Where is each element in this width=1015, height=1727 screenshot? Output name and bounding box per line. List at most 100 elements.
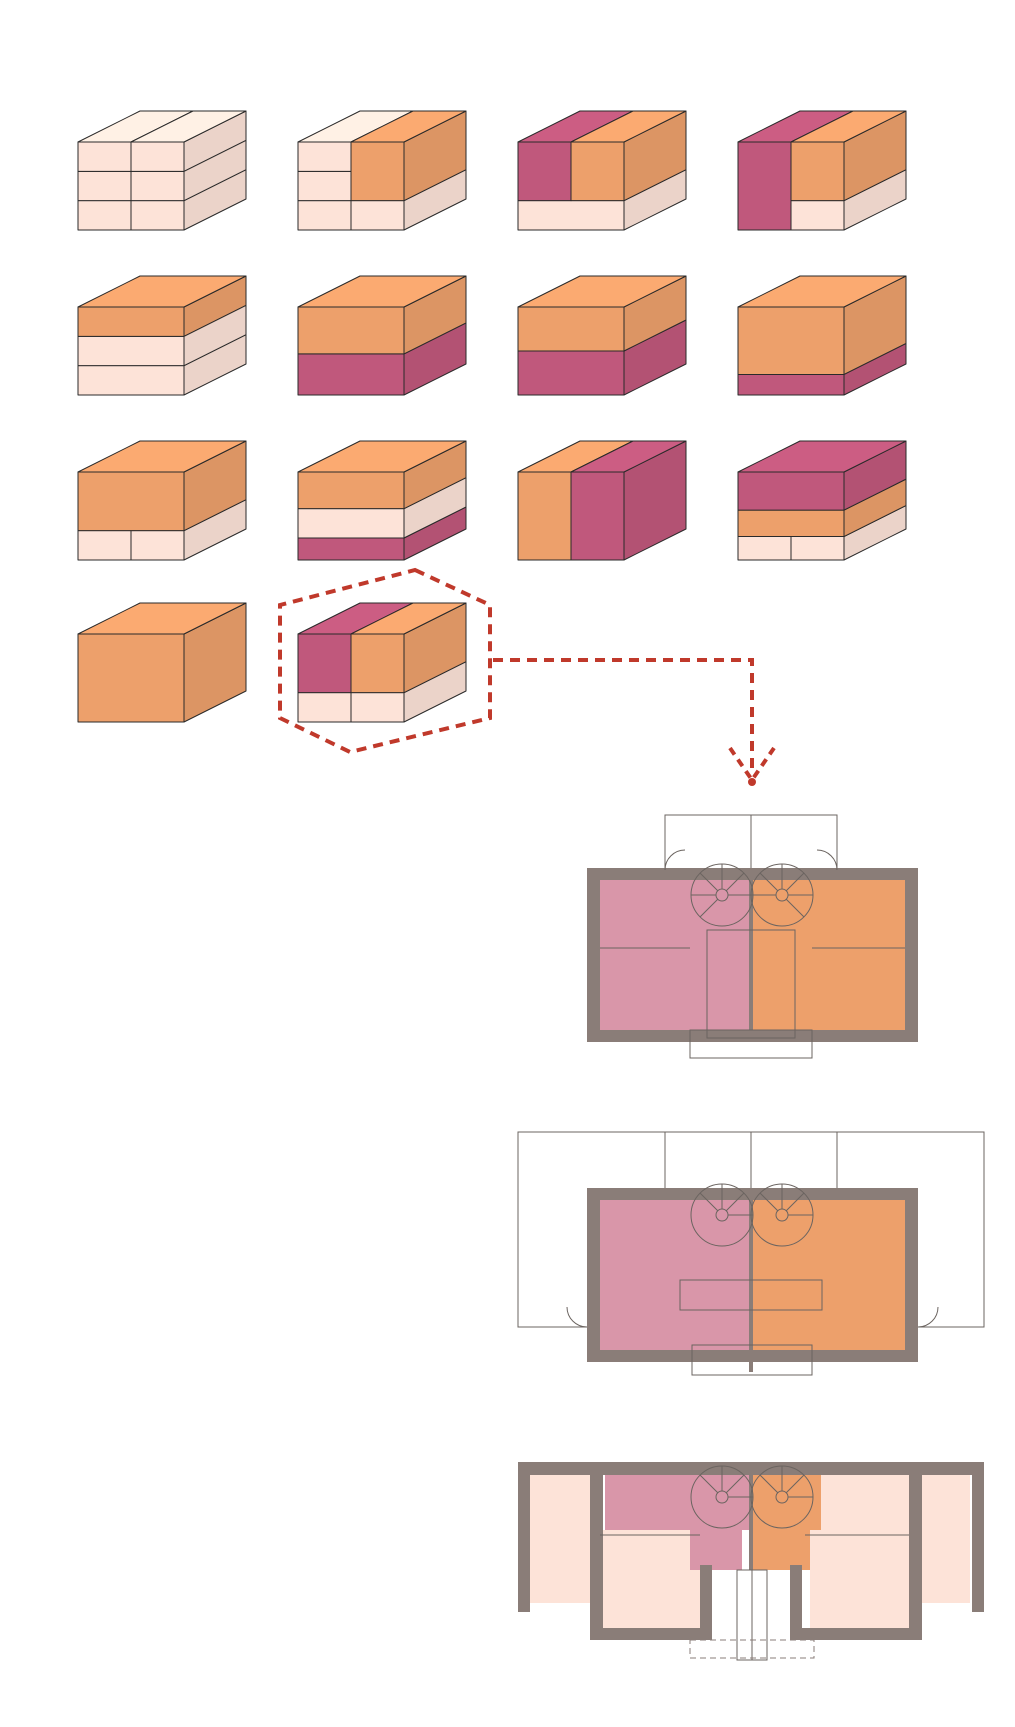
massing-variants (77, 110, 907, 723)
block-top-face (790, 110, 907, 143)
selection-arrow-tip (748, 778, 756, 786)
block-front-face (77, 200, 132, 231)
wall (800, 1628, 922, 1640)
massing-variant-v8 (737, 275, 907, 396)
unit-c-area (810, 1530, 915, 1630)
selected-variant-highlight (278, 567, 776, 786)
unit-a-area (600, 1190, 751, 1355)
block-front-face (77, 170, 132, 202)
massing-variant-v9 (77, 440, 247, 561)
massing-variant-v11 (517, 440, 687, 561)
wall (972, 1462, 984, 1612)
block-front-face (297, 508, 405, 539)
block-front-face (790, 200, 845, 231)
block-top-face (297, 275, 467, 308)
selection-arrow-line (493, 658, 754, 775)
block-top-face (737, 275, 907, 308)
unit-a-area (605, 1470, 751, 1530)
wall (518, 1462, 530, 1612)
block-front-face (130, 530, 185, 561)
unit-b-area (751, 870, 914, 1035)
block-front-face (517, 350, 625, 396)
block-front-face (737, 306, 845, 375)
block-front-face (517, 141, 572, 202)
block-front-face (297, 537, 405, 561)
massing-variant-v4 (737, 110, 907, 231)
block-front-face (570, 471, 625, 561)
block-front-face (297, 633, 352, 694)
block-front-face (517, 471, 572, 561)
massing-variant-v10 (297, 440, 467, 561)
block-front-face (77, 365, 185, 396)
block-front-face (350, 692, 405, 723)
block-top-face (297, 440, 467, 473)
massing-variant-v6 (297, 275, 467, 396)
block-front-face (77, 141, 132, 172)
block-front-face (737, 471, 845, 511)
block-top-face (77, 275, 247, 308)
first-floor-plan (517, 1131, 985, 1376)
unit-a-area (600, 870, 751, 1035)
wall (590, 1628, 705, 1640)
massing-variant-v14 (297, 602, 467, 723)
wall (909, 1462, 922, 1640)
block-front-face (517, 306, 625, 352)
block-top-face (130, 110, 247, 143)
wall (590, 1462, 603, 1640)
block-front-face (737, 536, 792, 561)
block-front-face (790, 141, 845, 202)
massing-variant-v2 (297, 110, 467, 231)
block-front-face (297, 200, 352, 231)
wall (790, 1565, 802, 1640)
block-front-face (737, 509, 845, 538)
massing-variant-v5 (77, 275, 247, 396)
unit-b-area (751, 1470, 821, 1570)
massing-variant-v7 (517, 275, 687, 396)
selection-hexagon-outline (278, 567, 492, 755)
block-top-face (737, 440, 907, 473)
block-front-face (790, 536, 845, 561)
spiral-stair-right (750, 863, 814, 927)
block-front-face (737, 373, 845, 396)
block-front-face (350, 200, 405, 231)
unit-c-area (821, 1470, 911, 1530)
block-front-face (77, 335, 185, 367)
block-front-face (350, 141, 405, 202)
block-top-face (77, 602, 247, 635)
unit-a-area (690, 1530, 742, 1570)
block-front-face (350, 633, 405, 694)
massing-variant-v12 (737, 440, 907, 561)
block-front-face (130, 200, 185, 231)
block-top-face (350, 110, 467, 143)
upper-floor-plan (587, 814, 918, 1059)
unit-c-area (530, 1473, 590, 1603)
block-front-face (77, 306, 185, 337)
block-front-face (77, 471, 185, 532)
block-front-face (130, 141, 185, 172)
block-front-face (570, 141, 625, 202)
massing-variant-v3 (517, 110, 687, 231)
massing-variant-v1 (77, 110, 247, 231)
block-top-face (350, 602, 467, 635)
unit-c-area (600, 1530, 705, 1630)
block-top-face (570, 110, 687, 143)
unit-b-area (751, 1190, 914, 1355)
block-top-face (570, 440, 687, 473)
block-top-face (517, 275, 687, 308)
block-front-face (297, 471, 405, 510)
block-front-face (77, 633, 185, 723)
unit-c-area (920, 1473, 970, 1603)
block-front-face (297, 141, 352, 172)
block-top-face (77, 440, 247, 473)
massing-variant-v13 (77, 602, 247, 723)
block-front-face (297, 306, 405, 355)
block-front-face (517, 200, 625, 231)
block-front-face (297, 692, 352, 723)
block-front-face (297, 353, 405, 396)
block-front-face (130, 170, 185, 202)
block-front-face (737, 141, 792, 231)
wall (700, 1565, 712, 1640)
block-front-face (297, 170, 352, 202)
ground-floor-plan (518, 1462, 984, 1661)
